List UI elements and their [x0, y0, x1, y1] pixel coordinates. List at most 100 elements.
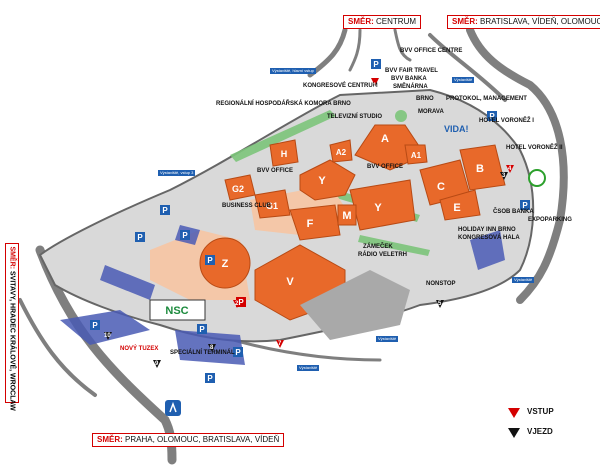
gate-number: 2: [235, 301, 239, 307]
label-morava: MORAVA: [418, 109, 444, 115]
label-kongresova-hala: KONGRESOVÁ HALA: [458, 235, 520, 241]
pavilion-label: A: [381, 133, 389, 145]
label-bvv-office-centre: BVV OFFICE CENTRE: [400, 48, 463, 54]
pavilion-f: [289, 204, 341, 241]
gate-number: 8: [210, 345, 214, 351]
pavilion-y: [349, 179, 416, 231]
pavilion-label: E: [453, 202, 460, 214]
label-hotel-voronez-1: HOTEL VORONĚŽ I: [479, 118, 534, 124]
entry-legend-icon: [508, 408, 520, 418]
gate-number: 7: [278, 341, 282, 347]
pavilion-g1: [254, 189, 291, 219]
legend-exit: VJEZD: [527, 427, 553, 436]
label-hotel-voronez-2: HOTEL VORONĚŽ II: [506, 145, 563, 151]
label-hospodarska-komora: REGIONÁLNÍ HOSPODÁŘSKÁ KOMORA BRNO: [216, 101, 351, 107]
pavilion-a2: [329, 139, 353, 163]
pavilion-label: V: [286, 276, 294, 288]
pavilion-label: A2: [336, 148, 347, 157]
p-icon: P: [90, 320, 100, 330]
svg-text:P: P: [522, 201, 528, 210]
svg-text:P: P: [199, 325, 205, 334]
svg-text:P: P: [489, 112, 495, 121]
label-brno: BRNO: [416, 96, 434, 102]
p-icon: P: [205, 255, 215, 265]
green-marker-icon: [528, 169, 546, 187]
direction-praha: SMĚR: PRAHA, OLOMOUC, BRATISLAVA, VÍDEŇ: [92, 433, 285, 447]
label-specialni-terminal: SPECIÁLNÍ TERMINÁL: [170, 350, 235, 356]
pavilion-label: M: [342, 210, 351, 222]
legend-entry: VSTUP: [527, 407, 554, 416]
pavilion-letters: Z V Y A C E B Z Y F M G2 G1 H A2 A1: [222, 133, 484, 288]
gate-number: 10: [104, 333, 111, 339]
p-icon: P: [197, 324, 207, 334]
label-zamecek: ZÁMEČEK: [363, 244, 393, 250]
direction-svitavy: SMĚR: SVITAVY, HRADEC KRÁLOVÉ, WROCLAW: [5, 243, 19, 411]
direction-bratislava: SMĚR: BRATISLAVA, VÍDEŇ, OLOMOUC: [447, 15, 600, 29]
gate-10: [104, 332, 112, 340]
p-icon: P: [371, 59, 381, 69]
exit-legend-icon: [508, 428, 520, 438]
p-icon: P: [487, 111, 497, 121]
label-protokol: PROTOKOL, MANAGEMENT: [446, 96, 527, 102]
direction-centrum: SMĚR: CENTRUM: [343, 15, 422, 29]
svg-text:P: P: [373, 60, 379, 69]
label-bvv-banka: BVV BANKA: [391, 76, 427, 82]
pavilion-label: G1: [266, 201, 278, 211]
parking-icons: P P P P P P P P P P P P: [90, 59, 530, 383]
label-smenarna: SMĚNÁRNA: [393, 84, 428, 90]
gate-5: [436, 300, 444, 308]
p-icon: P: [135, 232, 145, 242]
pavilion-label: Z: [222, 258, 229, 270]
label-nonstop: NONSTOP: [426, 281, 456, 287]
nsc-logo: NSC: [165, 305, 188, 317]
exit-gates: [104, 172, 508, 368]
pavilion-label: C: [437, 181, 445, 193]
gate-8: [208, 344, 216, 352]
label-televizni-studio: TELEVIZNÍ STUDIO: [327, 114, 383, 120]
grey-lot: [300, 270, 410, 340]
stop-tag: Výstaviště: [376, 336, 399, 342]
svg-text:P: P: [207, 256, 213, 265]
gate-3: [500, 172, 508, 180]
pavilion-m: [337, 204, 357, 226]
gate-number: 9: [155, 361, 159, 367]
stop-tag: Výstaviště: [452, 77, 475, 83]
motorway-icon: [165, 400, 181, 416]
pavilion-label: Y: [374, 202, 382, 214]
pavilion-b: [459, 144, 506, 191]
gate-1: [371, 78, 379, 86]
gate-number: 4: [508, 166, 512, 172]
pavilion-v: [299, 159, 356, 201]
label-radio-veletrh: RÁDIO VELETRH: [358, 252, 408, 258]
label-expoparking: EXPOPARKING: [528, 217, 572, 223]
label-bvv-fair-travel: BVV FAIR TRAVEL: [385, 68, 438, 74]
svg-text:P: P: [238, 298, 244, 307]
p-icon: P: [160, 205, 170, 215]
stop-tag: Výstaviště: [512, 277, 535, 283]
label-business-club: BUSINESS CLUB: [222, 203, 272, 209]
svg-text:P: P: [162, 206, 168, 215]
nsc-building: [149, 299, 206, 321]
gate-9: [153, 360, 161, 368]
gate-4: [506, 165, 514, 173]
svg-text:P: P: [92, 321, 98, 330]
p-icon: P: [233, 347, 243, 357]
pavilion-label: A1: [411, 151, 422, 160]
label-kongresove-centrum: KONGRESOVÉ CENTRUM: [303, 83, 378, 89]
gate-7: [276, 340, 284, 348]
pavilion-label: Y: [318, 175, 326, 187]
svg-text:P: P: [182, 231, 188, 240]
label-bvv-office-2: BVV OFFICE: [367, 164, 404, 170]
pavilion-label: B: [476, 163, 484, 175]
label-novy-tuzex: NOVÝ TUZEX: [120, 346, 159, 352]
gate-number: 3: [502, 173, 506, 179]
pavilion-z: [199, 237, 251, 289]
pavilion-a1: [404, 144, 428, 165]
pavilion-label: F: [307, 218, 314, 230]
gate-number: 5: [438, 301, 442, 307]
stop-tag: Výstaviště: [297, 365, 320, 371]
svg-text:P: P: [235, 348, 241, 357]
stop-tag: Výstaviště, vstup 3: [158, 170, 196, 176]
label-vida: VIDA!: [444, 124, 469, 134]
